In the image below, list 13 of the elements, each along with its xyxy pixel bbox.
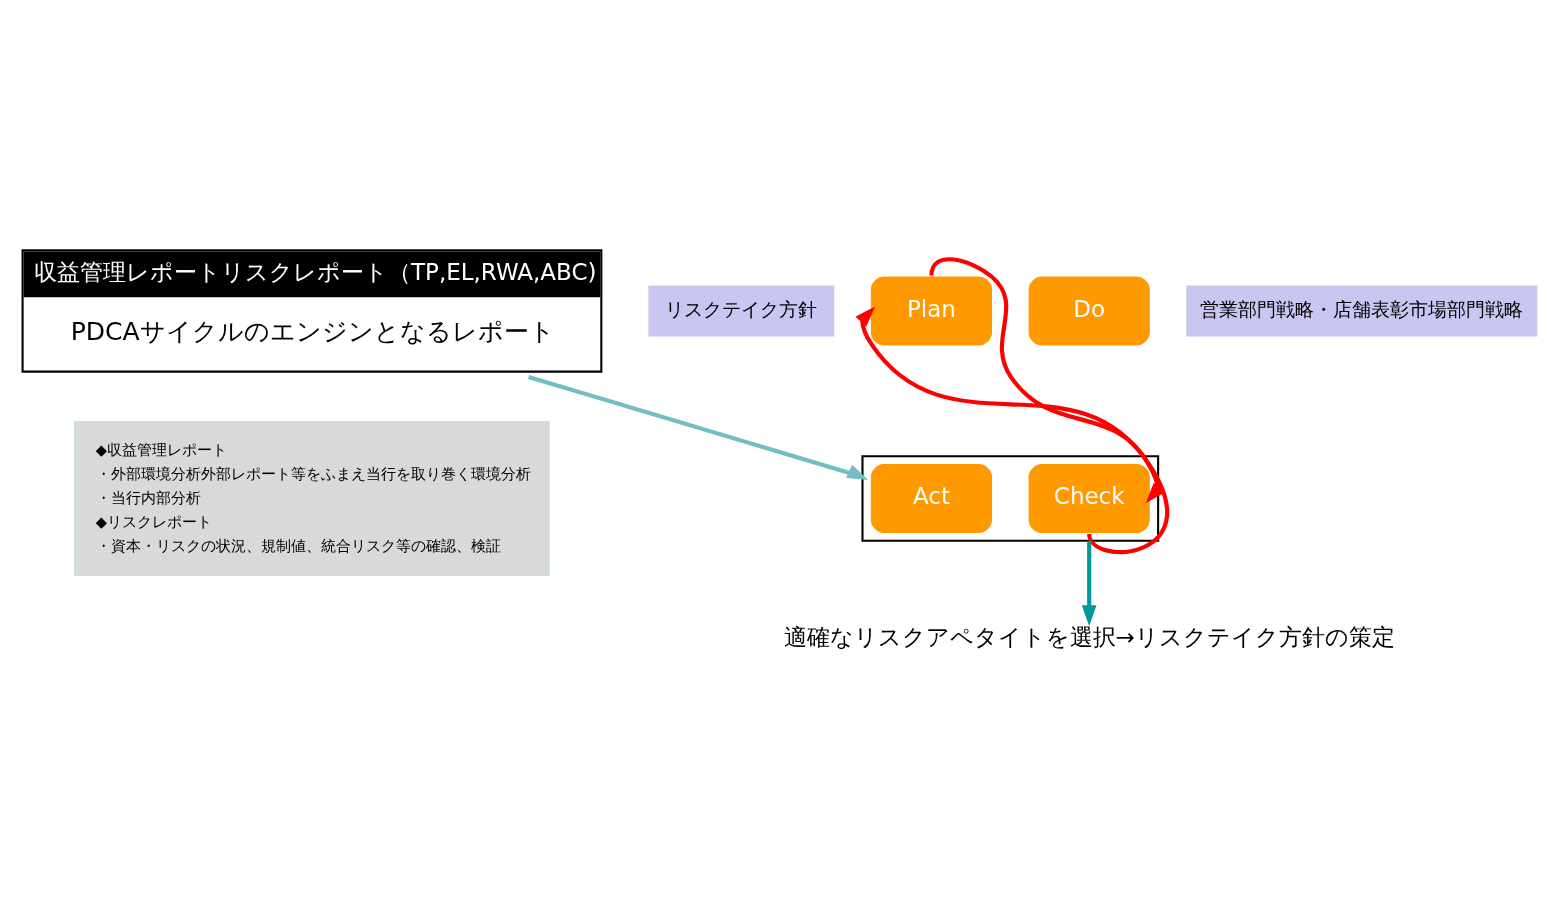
- cluster: [861, 455, 1160, 542]
- arrow: [528, 374, 869, 480]
- node-box: Plan: [870, 276, 993, 346]
- node-text: 適確なリスクアペタイトを選択→リスクテイク方針の策定: [783, 623, 1395, 650]
- arrow: [929, 257, 1165, 504]
- node-box: Check: [1028, 464, 1150, 533]
- node-box: 営業部門戦略・店舗表彰市場部門戦略: [1186, 285, 1538, 337]
- arrow: [855, 306, 1169, 554]
- node-box: Act: [870, 464, 993, 533]
- node-box: ◆収益管理レポート ・外部環境分析外部レポート等をふまえ当行を取り巻く環境分析 ・当行内部分析 ◆リスクレポート ・資本・リスクの状況、規制値、統合リスク等の確認、検証: [74, 421, 550, 576]
- node-box: リスクテイク方針: [648, 285, 835, 337]
- node-box: Do: [1028, 276, 1150, 346]
- arrow: [1081, 540, 1097, 627]
